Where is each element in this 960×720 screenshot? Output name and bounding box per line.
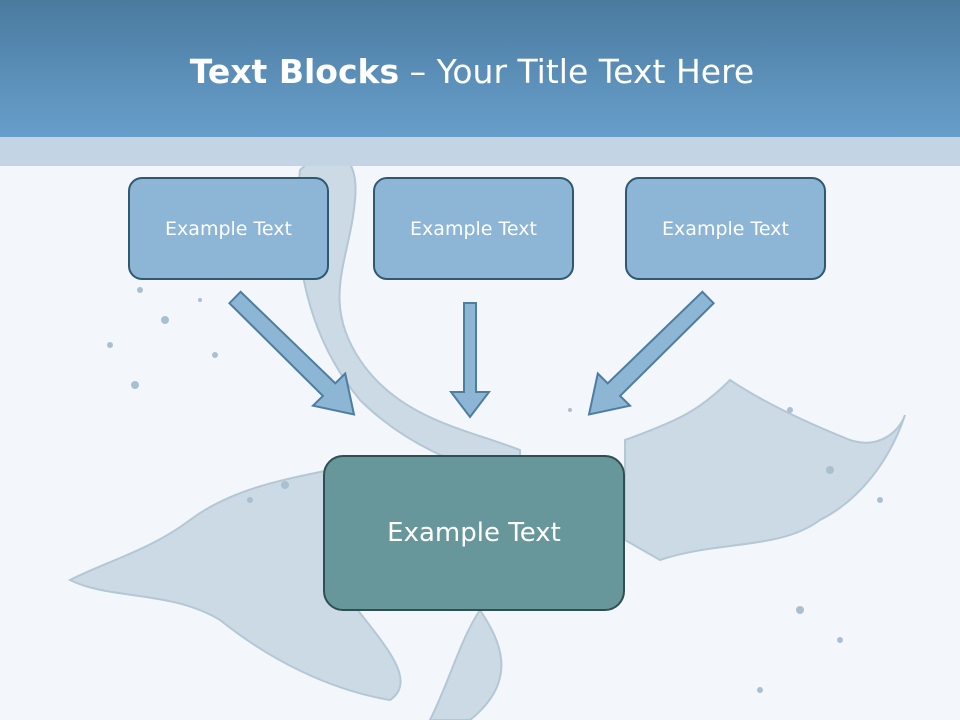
slide-title-bold: Text Blocks xyxy=(189,52,400,91)
slide-title-rest: – Your Title Text Here xyxy=(399,52,755,91)
center-text-block: Example Text xyxy=(323,455,625,611)
arrow-left xyxy=(227,290,356,416)
slide-title: Text Blocks – Your Title Text Here xyxy=(0,52,944,91)
text-block-2: Example Text xyxy=(373,177,574,280)
text-block-1: Example Text xyxy=(128,177,329,280)
arrow-middle xyxy=(448,302,492,419)
title-band xyxy=(0,137,960,166)
title-bar xyxy=(0,0,960,137)
arrow-right xyxy=(587,290,716,416)
text-block-3: Example Text xyxy=(625,177,826,280)
